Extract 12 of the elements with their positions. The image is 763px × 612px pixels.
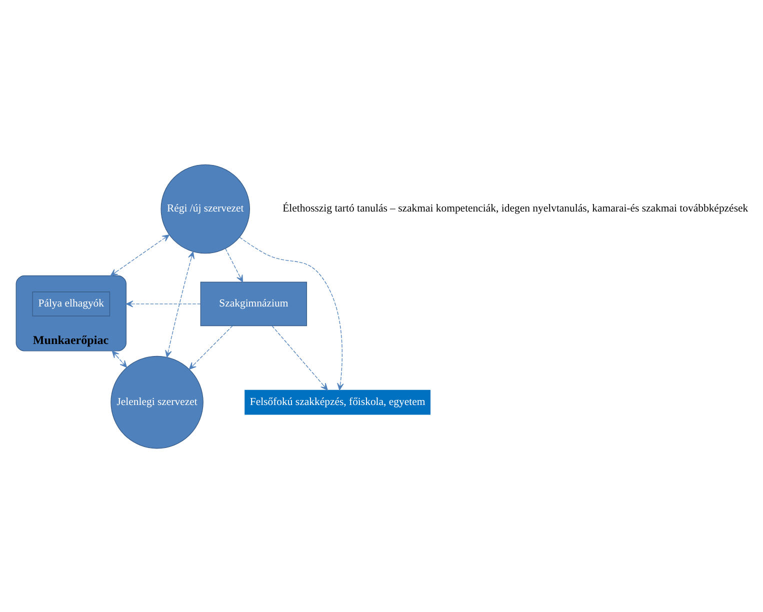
arrow bbox=[188, 325, 233, 370]
arrow bbox=[272, 325, 328, 390]
node-box: Szakgimnázium bbox=[200, 281, 308, 326]
node-box: Pálya elhagyók bbox=[32, 291, 110, 316]
node-box: Felsőfokú szakképzés, főiskola, egyetem bbox=[244, 389, 430, 414]
arrow bbox=[126, 300, 201, 307]
arrow bbox=[225, 248, 244, 282]
arrow bbox=[239, 236, 344, 390]
arrow bbox=[165, 250, 195, 358]
arrow bbox=[110, 234, 170, 276]
label: Élethosszig tartó tanulás – szakmai kompetenciák, idegen nyelvtanulás, kamarai-és szakmai továbbképzések bbox=[282, 202, 748, 214]
arrow bbox=[112, 350, 128, 368]
